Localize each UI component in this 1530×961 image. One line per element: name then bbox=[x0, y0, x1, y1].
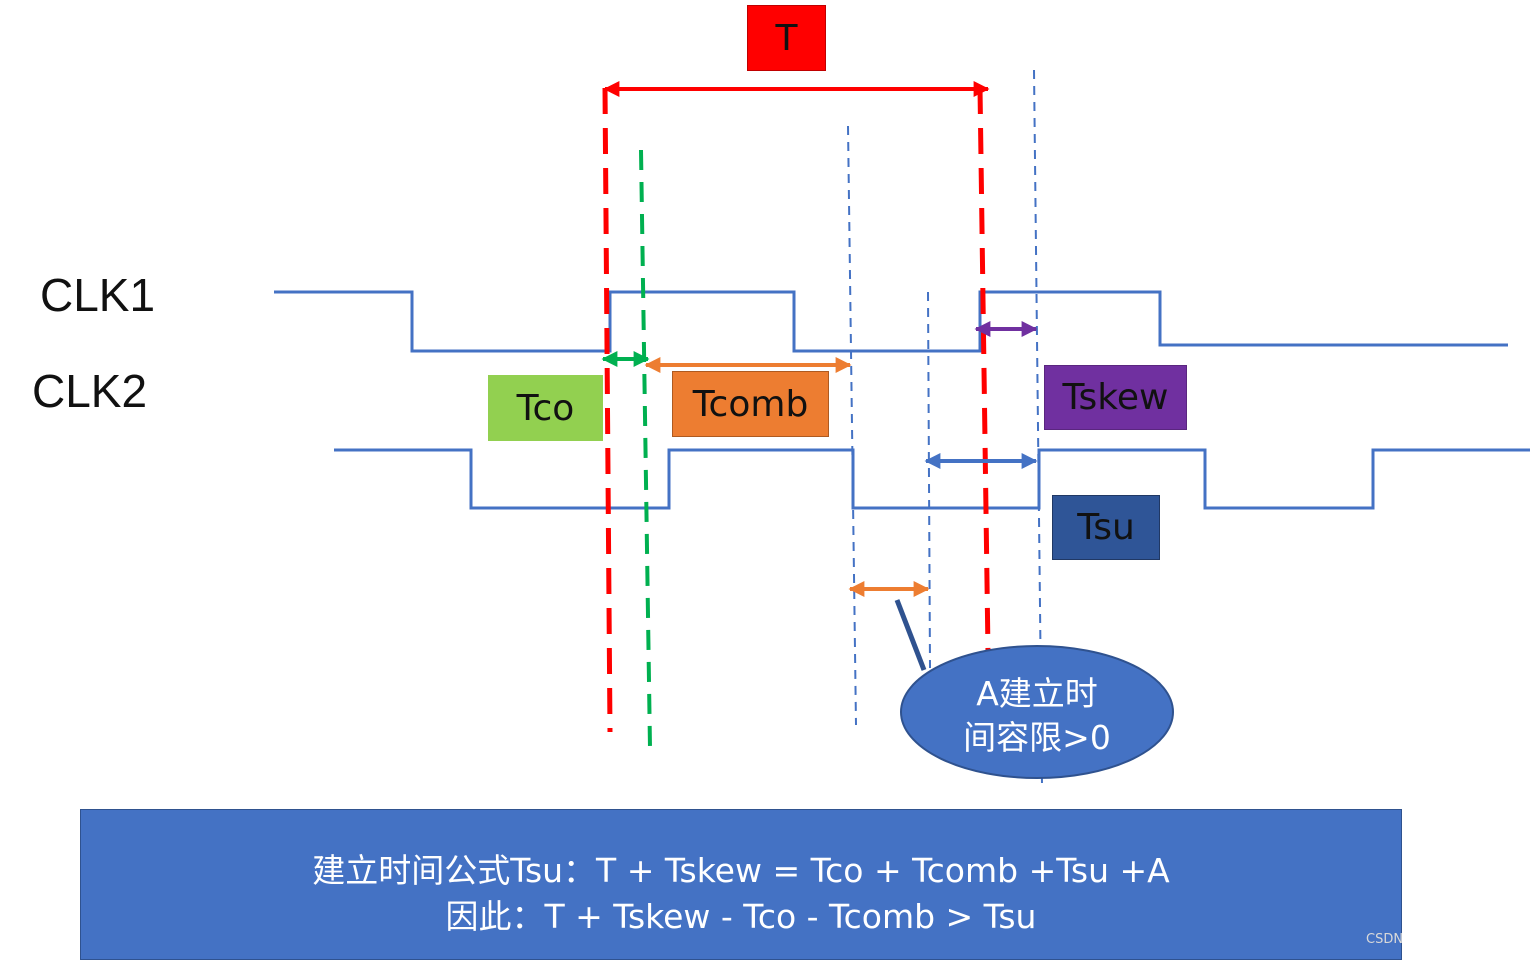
clk2-label: CLK2 bbox=[32, 365, 148, 417]
tcomb-end-line bbox=[847, 125, 857, 726]
tco-end-line bbox=[639, 149, 652, 749]
callout-pointer bbox=[894, 599, 927, 671]
tskew-label: Tskew bbox=[1044, 365, 1187, 430]
callout-text: A建立时 间容限>0 bbox=[918, 672, 1156, 760]
period-end-line bbox=[977, 87, 991, 653]
callout-line1: A建立时 bbox=[976, 674, 1098, 713]
tco-label: Tco bbox=[488, 375, 603, 441]
tsu-label: Tsu bbox=[1052, 495, 1160, 560]
callout-line2: 间容限>0 bbox=[963, 718, 1111, 757]
clk1-waveform bbox=[274, 290, 1508, 353]
required-time-line bbox=[927, 291, 931, 669]
clk2-waveform bbox=[334, 448, 1530, 510]
tcomb-label: Tcomb bbox=[672, 371, 829, 437]
period-start-line bbox=[602, 87, 613, 733]
formula-panel: 建立时间公式Tsu：T + Tskew = Tco + Tcomb +Tsu +… bbox=[80, 809, 1402, 960]
formula-line2: 因此：T + Tskew - Tco - Tcomb > Tsu bbox=[445, 897, 1037, 936]
period-label: T bbox=[747, 5, 826, 71]
callout-bubble bbox=[900, 645, 1174, 779]
formula-line1: 建立时间公式Tsu：T + Tskew = Tco + Tcomb +Tsu +… bbox=[312, 851, 1170, 890]
watermark: CSDN bbox=[1366, 932, 1404, 947]
clk1-label: CLK1 bbox=[40, 269, 156, 321]
